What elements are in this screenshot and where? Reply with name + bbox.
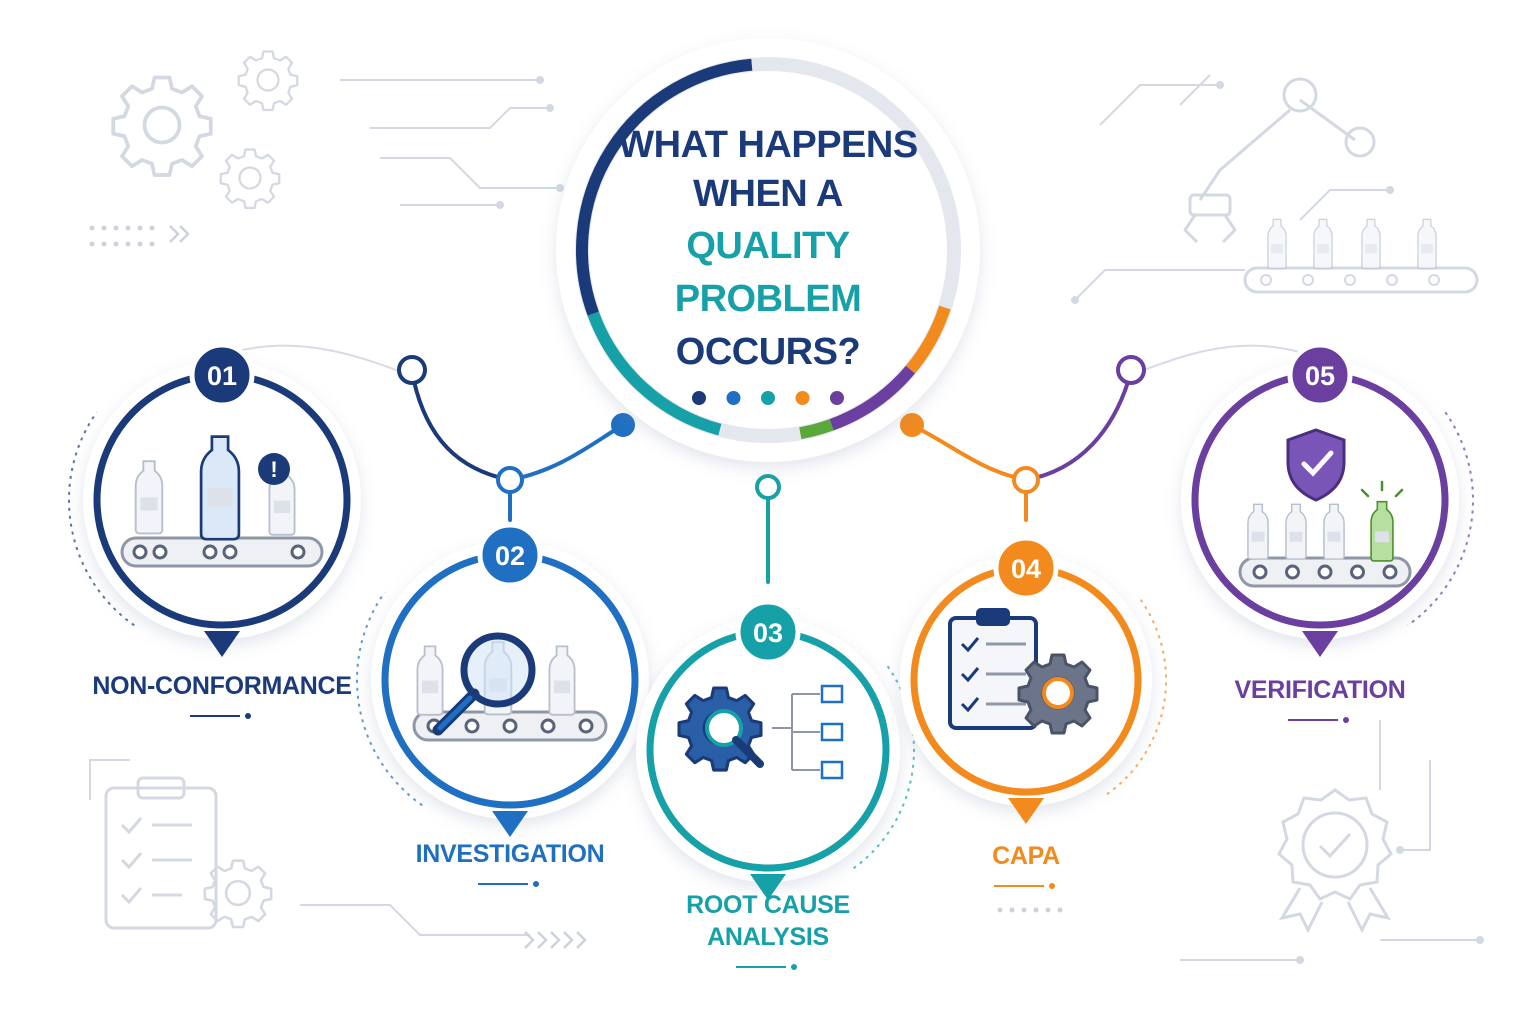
hub-title: WHAT HAPPENS WHEN A QUALITY PROBLEM OCCU… [618,124,918,373]
bg-chevrons [169,225,587,949]
step-number: 01 [207,361,237,391]
hub-dot [726,391,741,405]
step-label: INVESTIGATION [416,840,605,887]
hub-ring-arc [829,365,916,431]
step-pointer [1302,631,1338,657]
step-pointer [1008,798,1044,824]
step-label: VERIFICATION [1235,676,1406,723]
connector-nodes [397,355,1146,500]
step-number-badge: 03 [735,599,801,665]
step-underline-dot [791,964,797,970]
hub-title-line: WHEN A [693,173,843,215]
step-label-line: VERIFICATION [1235,676,1406,704]
step-number: 02 [495,541,525,571]
step-number-badge: 04 [993,535,1059,601]
step-underline-dot [533,881,539,887]
step-label-line: INVESTIGATION [416,840,605,868]
step-dashed-arc [1407,411,1474,627]
step-label-line: ROOT CAUSE [686,891,850,919]
hub-ring-arc [576,58,753,316]
step-pointer [750,874,786,900]
central-hub: WHAT HAPPENS WHEN A QUALITY PROBLEM OCCU… [556,38,980,462]
step-label: CAPA [992,842,1060,889]
hub-dot [692,391,706,405]
hub-title-line: WHAT HAPPENS [618,124,917,166]
step-number: 05 [1305,361,1335,391]
bottles-conveyor-alert-icon: ! [120,435,324,568]
step-dashed-arc [851,665,915,871]
bg-circuit-lines [89,74,1480,961]
bg-dot-row [89,225,1063,913]
step-number-badge: 01 [189,342,255,408]
hub-ring-arc [905,305,951,374]
step-label: ROOT CAUSE ANALYSIS [686,891,850,970]
step-label: NON-CONFORMANCE [92,672,352,719]
hub-title-line: QUALITY [686,225,849,267]
step-pointer [492,811,528,837]
step-ring [646,628,890,872]
hub-color-dots [692,391,844,405]
hub-dot [795,391,810,405]
hub-progress-ring [576,58,951,440]
step-underline-dot [245,713,251,719]
bg-conveyor-icon [1243,218,1479,294]
hub-dot [761,391,775,405]
bg-dots [496,76,1484,964]
step-number-badge: 05 [1287,342,1353,408]
step-number-badge: 02 [477,522,543,588]
hub-title-line: OCCURS? [676,331,860,373]
step-underline-dot [1049,883,1055,889]
hub-ring-arc [799,419,834,440]
bg-robot-arm-icon [1183,77,1376,244]
step-dashed-arc [68,411,135,627]
bg-award-badge-icon [1277,788,1393,934]
step-label-line: ANALYSIS [707,923,829,951]
svg-text:!: ! [270,457,277,482]
step-label-line: NON-CONFORMANCE [92,672,351,700]
background-decorations [89,50,1484,964]
step-dashed-arc [356,591,423,807]
shield-check-conveyor-icon [1238,428,1412,588]
step-number: 04 [1011,554,1041,584]
magnifier-bottles-icon [412,632,608,742]
step-pointer [204,631,240,657]
clipboard-gear-icon [948,608,1099,735]
hub-title-line: PROBLEM [675,278,862,320]
step-number: 03 [753,618,783,648]
step-underline-dot [1343,717,1349,723]
hub-ring-arc [587,311,722,436]
gear-magnifier-tree-icon [677,684,844,780]
step-label-line: CAPA [992,842,1060,870]
bg-clipboard-icon [104,776,218,930]
hub-dot [830,391,844,405]
